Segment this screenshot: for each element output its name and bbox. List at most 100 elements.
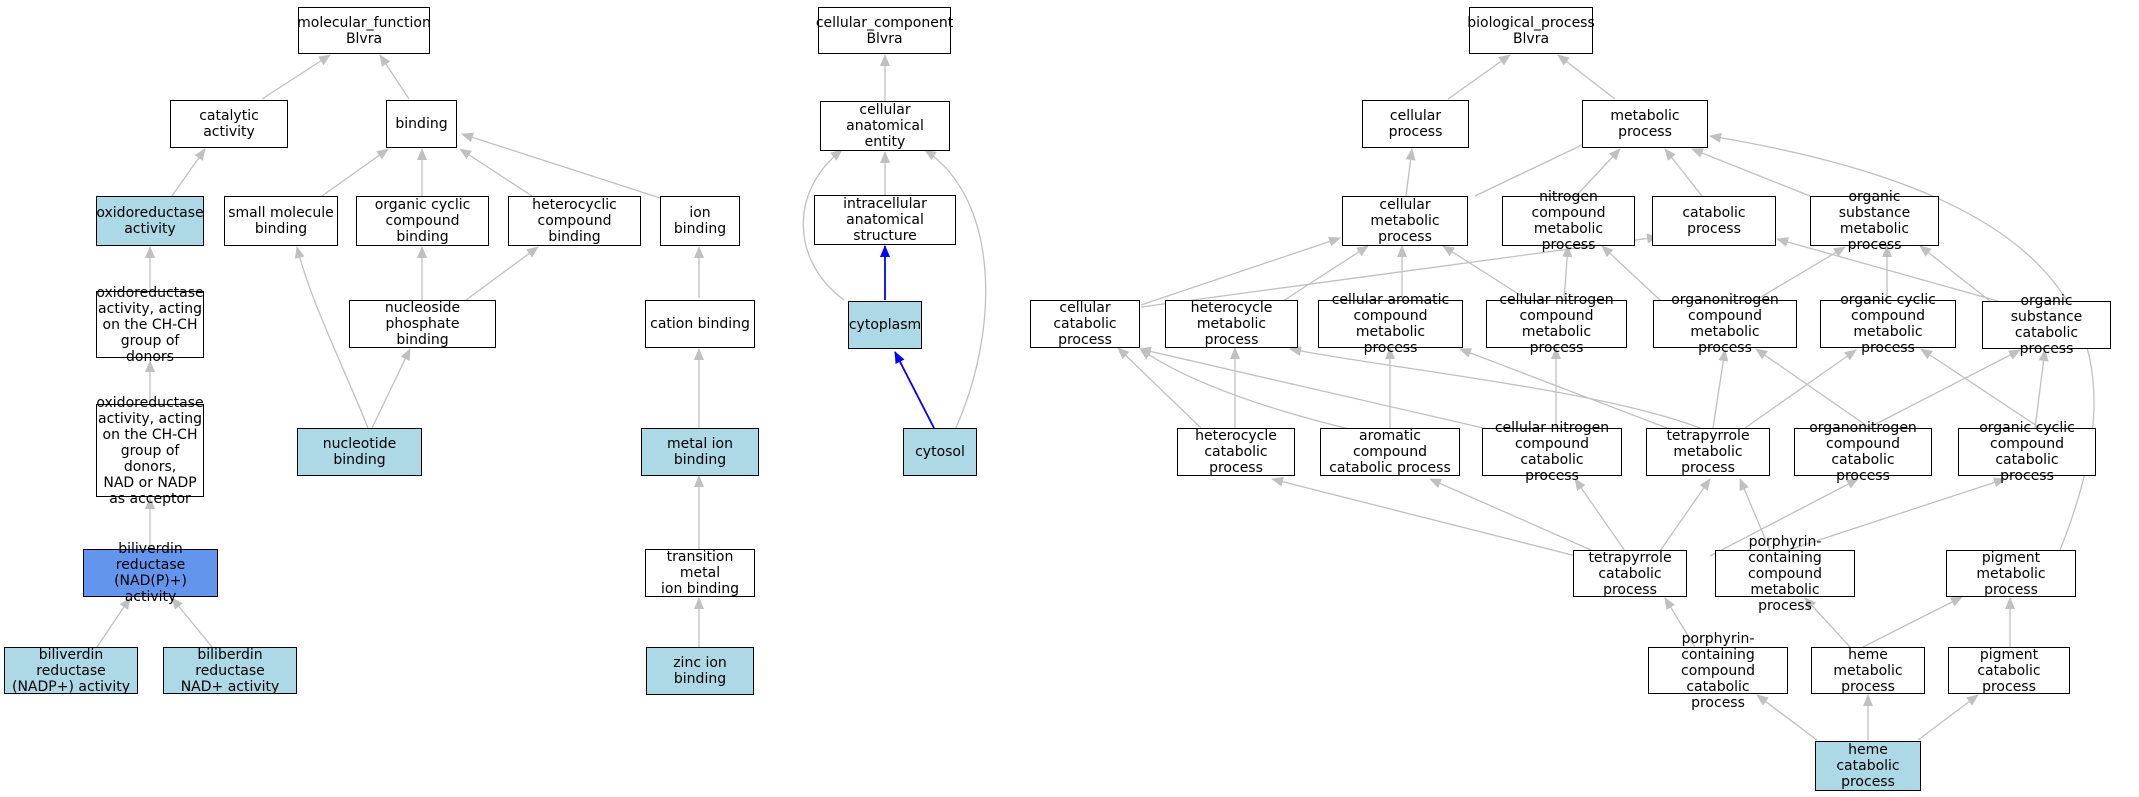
go-term-cellular-process[interactable]: cellular process [1362,100,1469,148]
go-term-metabolic-process[interactable]: metabolic process [1582,100,1708,148]
edge [461,132,661,199]
go-term-biliverdin-reductase-nadp[interactable]: biliverdin reductase (NAD(P)+) activity [83,541,218,605]
go-term-cytosol[interactable]: cytosol [903,428,977,476]
go-term-heterocycle-metabolic-process[interactable]: heterocycle metabolic process [1165,300,1298,348]
go-term-cellular-aromatic-compound-metabolic-process[interactable]: cellular aromatic compound metabolic pro… [1318,292,1463,356]
edge [1920,348,2041,429]
edge [1919,245,1991,302]
edge [1289,346,1701,429]
go-term-organic-substance-catabolic-process[interactable]: organic substance catabolic process [1982,293,2111,357]
edge [1756,694,1818,741]
go-term-molecular-function[interactable]: molecular_function Blvra [297,7,431,54]
edge [1139,346,1506,434]
go-term-cellular-metabolic-process[interactable]: cellular metabolic process [1342,196,1468,246]
go-term-heterocycle-catabolic-process[interactable]: heterocycle catabolic process [1177,428,1295,476]
edge [459,148,533,197]
go-term-organic-cyclic-compound-binding[interactable]: organic cyclic compound binding [356,196,489,246]
edge [1739,478,1771,551]
edge [371,348,411,429]
go-term-tetrapyrrole-catabolic-process[interactable]: tetrapyrrole catabolic process [1573,550,1687,598]
edge [1867,349,2021,429]
edge [1282,245,1369,302]
go-term-organic-cyclic-compound-metabolic-process[interactable]: organic cyclic compound metabolic proces… [1820,292,1956,356]
edge [802,149,845,301]
go-term-nucleoside-phosphate-binding[interactable]: nucleoside phosphate binding [349,300,496,348]
go-term-cytoplasm[interactable]: cytoplasm [848,301,922,349]
edge [1442,245,1529,301]
edge [465,246,539,301]
go-term-cation-binding[interactable]: cation binding [645,300,755,348]
go-term-heme-catabolic-process[interactable]: heme catabolic process [1815,741,1921,791]
go-term-biliverdin-reductase-nadp-plus[interactable]: biliverdin reductase (NADP+) activity [4,647,138,695]
go-term-oxidoreductase-nad-nadp[interactable]: oxidoreductase activity, acting on the C… [96,394,204,507]
go-term-heterocyclic-compound-binding[interactable]: heterocyclic compound binding [508,196,641,246]
edge [1755,348,1871,429]
go-term-cellular-nitrogen-compound-metabolic-process[interactable]: cellular nitrogen compound metabolic pro… [1486,292,1627,356]
edge [1447,54,1511,100]
go-term-biliberdin-reductase-nad[interactable]: biliberdin reductase NAD+ activity [163,647,297,695]
go-term-oxidoreductase-ch-ch[interactable]: oxidoreductase activity, acting on the C… [96,284,204,365]
go-term-catalytic-activity[interactable]: catalytic activity [170,100,288,148]
go-term-pigment-metabolic-process[interactable]: pigment metabolic process [1946,550,2076,598]
go-term-biological-process[interactable]: biological_process Blvra [1467,7,1595,54]
edge [321,148,389,197]
go-term-tetrapyrrole-metabolic-process[interactable]: tetrapyrrole metabolic process [1646,428,1770,476]
go-term-aromatic-compound-catabolic-process[interactable]: aromatic compound catabolic process [1320,428,1460,476]
edge [1562,245,1573,301]
go-term-transition-metal-ion-binding[interactable]: transition metal ion binding [645,549,755,597]
edge [379,54,410,100]
edge [1769,477,2006,557]
edge [1776,237,1999,302]
edge [1459,348,1681,434]
go-term-binding[interactable]: binding [386,100,457,148]
go-term-intracellular-anatomical-structure[interactable]: intracellular anatomical structure [814,195,956,245]
edge [1575,148,1621,197]
edge [1755,246,1846,301]
edge [1140,236,1341,306]
go-term-cellular-component[interactable]: cellular_component Blvra [816,7,953,54]
go-term-catabolic-process[interactable]: catabolic process [1652,196,1776,246]
edge [294,246,369,429]
go-term-porphyrin-containing-compound-catabolic-process[interactable]: porphyrin-containing compound catabolic … [1648,631,1788,711]
go-term-organic-cyclic-compound-catabolic-process[interactable]: organic cyclic compound catabolic proces… [1958,420,2096,484]
go-term-cellular-anatomical-entity[interactable]: cellular anatomical entity [820,101,950,151]
edge [1709,478,1859,557]
edge [1557,54,1616,100]
go-term-cellular-nitrogen-compound-catabolic-process[interactable]: cellular nitrogen compound catabolic pro… [1482,420,1622,484]
edge [1117,347,1202,429]
edge [1664,148,1703,197]
go-term-ion-binding[interactable]: ion binding [660,196,740,246]
edge [96,597,131,648]
go-term-nucleotide-binding[interactable]: nucleotide binding [297,428,422,476]
go-term-pigment-catabolic-process[interactable]: pigment catabolic process [1948,647,2070,695]
go-term-metal-ion-binding[interactable]: metal ion binding [641,428,759,476]
go-term-oxidoreductase-activity[interactable]: oxidoreductase activity [96,196,204,246]
go-term-heme-metabolic-process[interactable]: heme metabolic process [1811,647,1925,695]
go-term-nitrogen-compound-metabolic-process[interactable]: nitrogen compound metabolic process [1502,189,1635,253]
edge [2034,349,2049,429]
edge [1601,245,1661,301]
edge [1804,597,1851,648]
go-term-cellular-catabolic-process[interactable]: cellular catabolic process [1030,300,1140,348]
go-term-organic-substance-metabolic-process[interactable]: organic substance metabolic process [1810,189,1939,253]
edge [1917,694,1979,741]
go-term-organonitrogen-compound-catabolic-process[interactable]: organonitrogen compound catabolic proces… [1794,420,1932,484]
edge [1574,478,1626,552]
edge [261,54,331,100]
edge-highlight [894,351,935,429]
edge [1862,596,1963,648]
go-term-small-molecule-binding[interactable]: small molecule binding [224,196,338,246]
edge [171,597,213,648]
edge [1744,349,1857,429]
edge [1405,148,1416,197]
go-term-organonitrogen-compound-metabolic-process[interactable]: organonitrogen compound metabolic proces… [1653,292,1797,356]
go-term-zinc-ion-binding[interactable]: zinc ion binding [646,647,754,695]
go-term-porphyrin-containing-compound-metabolic-process[interactable]: porphyrin-containing compound metabolic … [1715,534,1855,614]
edge [1429,478,1601,555]
edge [1712,349,1729,429]
edge [171,148,206,197]
edge [1659,478,1711,552]
edge [1271,476,1581,558]
edge [1691,148,1811,197]
